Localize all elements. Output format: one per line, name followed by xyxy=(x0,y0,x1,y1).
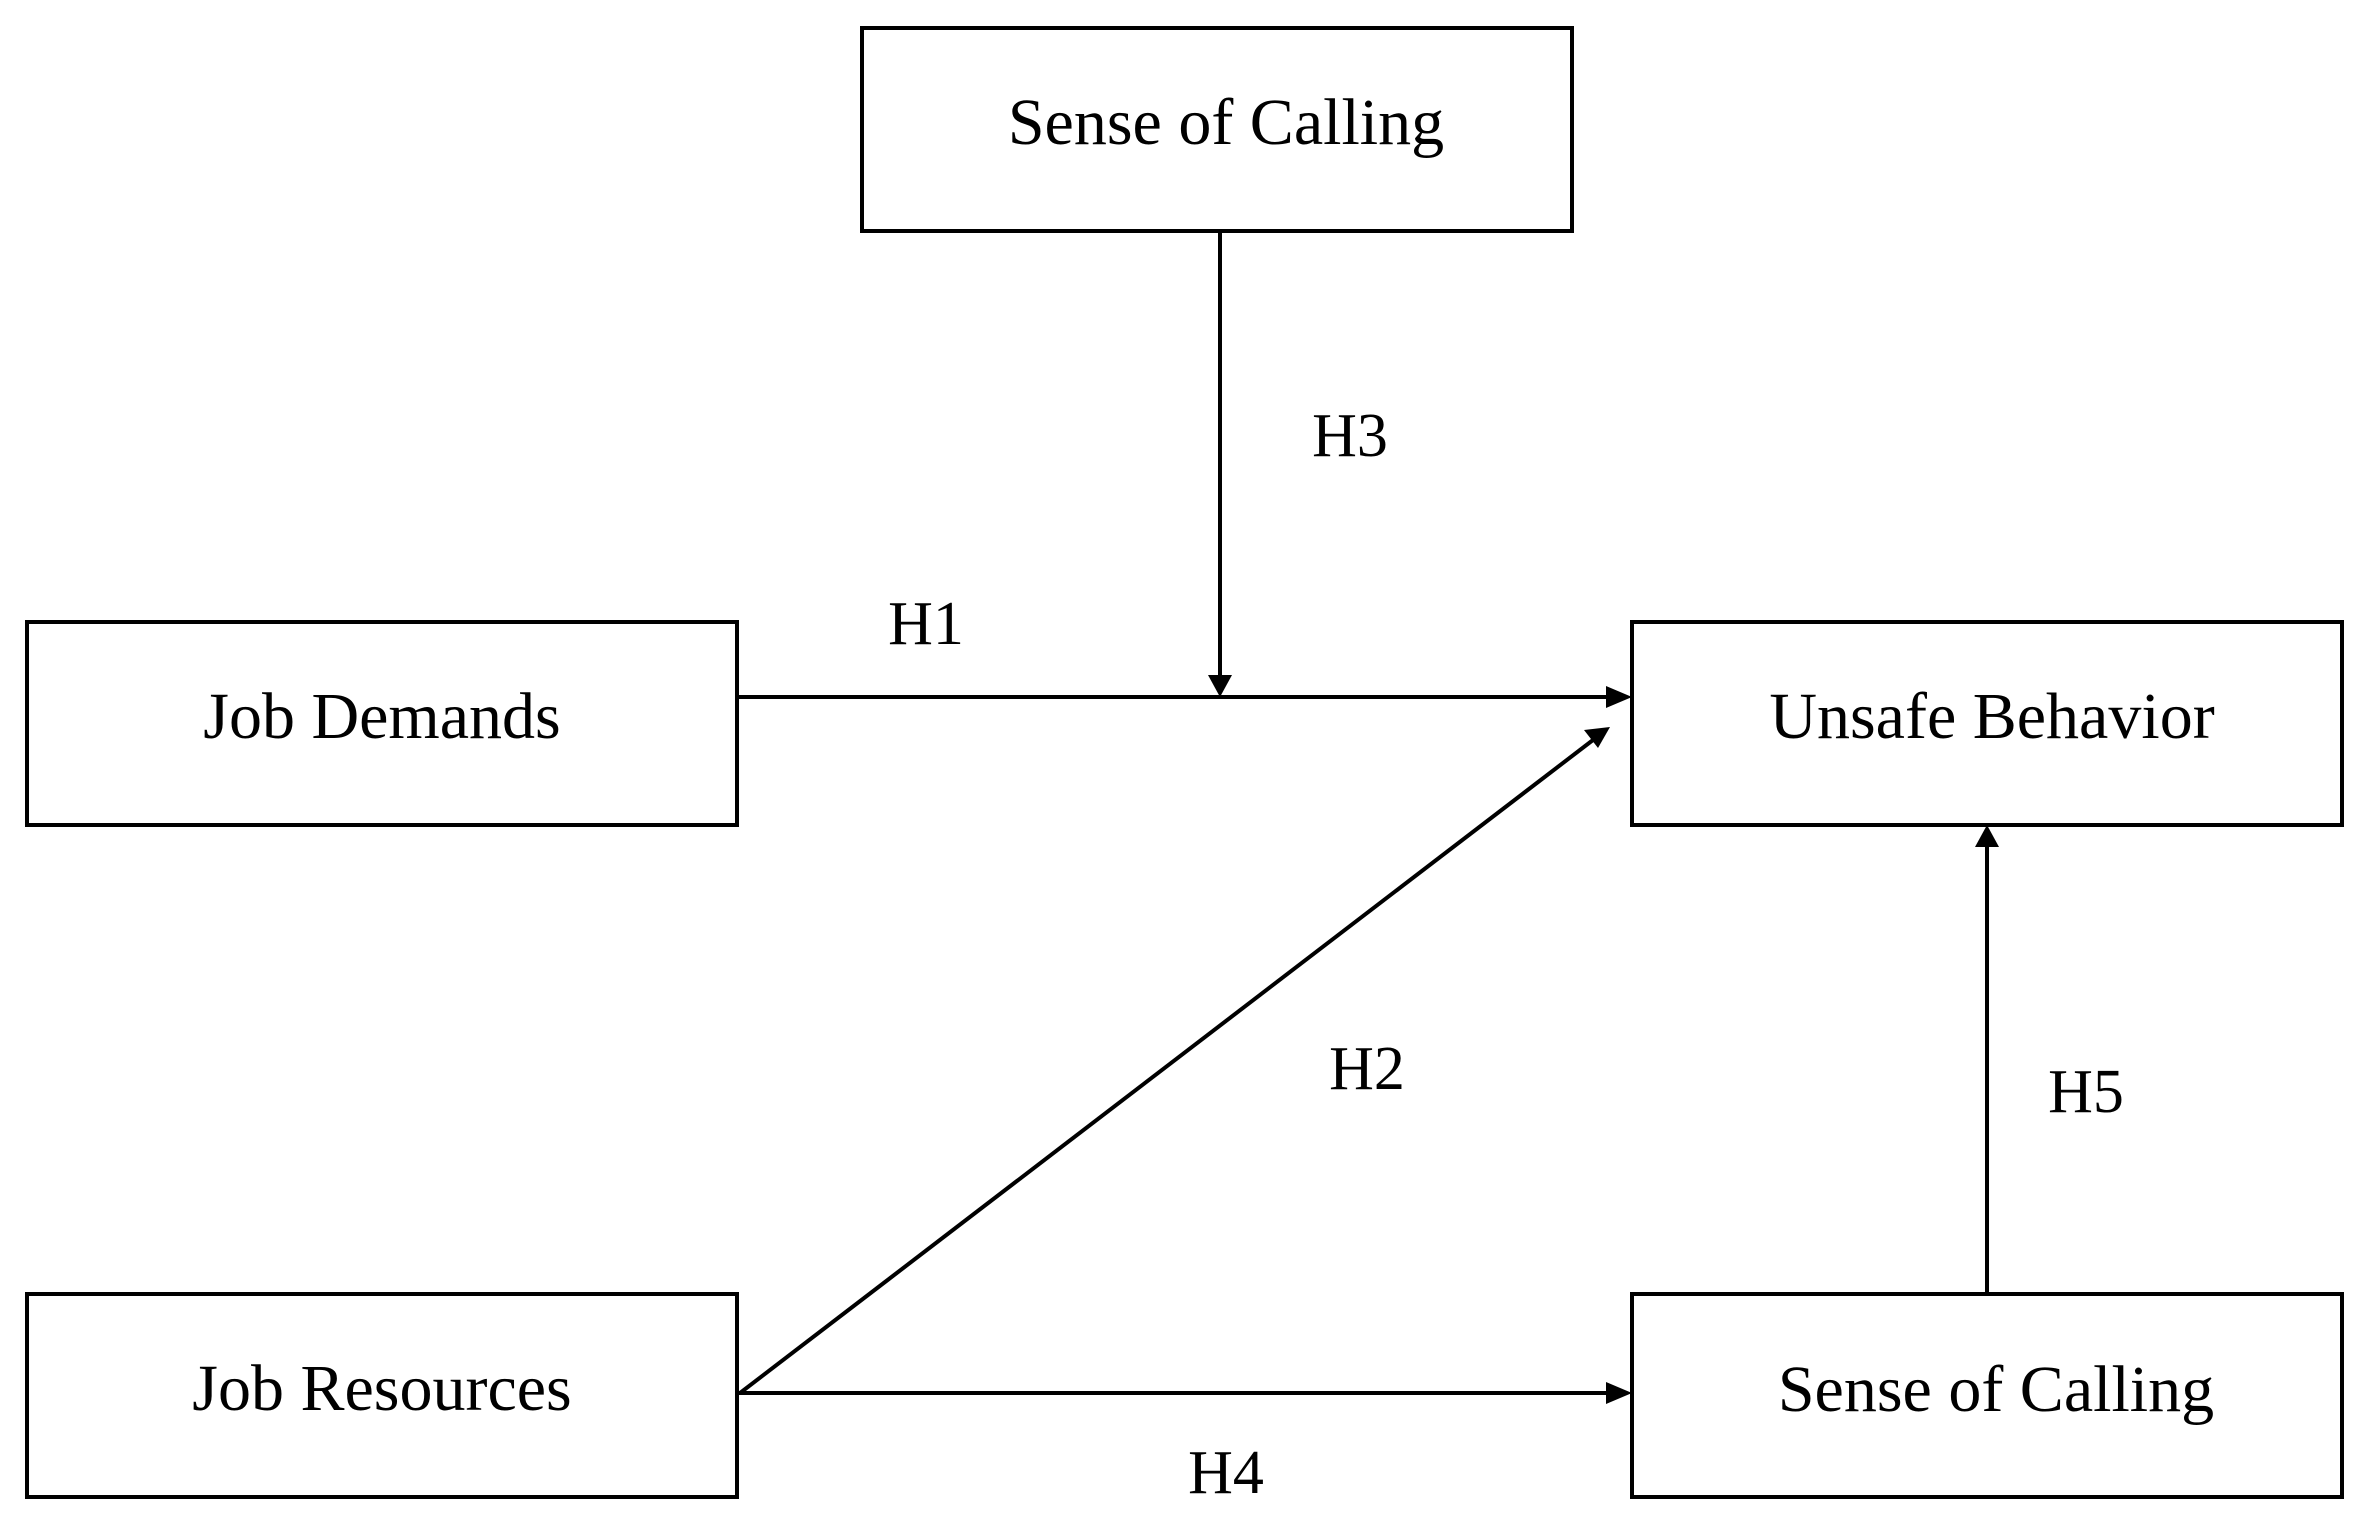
node-label: Job Resources xyxy=(192,1352,571,1425)
node-job-resources: Job Resources xyxy=(25,1292,739,1499)
arrowhead-icon xyxy=(1606,686,1632,708)
node-job-demands: Job Demands xyxy=(25,620,739,827)
edge-h4-arrow xyxy=(737,1382,1632,1404)
arrowhead-icon xyxy=(1606,1382,1632,1404)
node-label: Sense of Calling xyxy=(1778,1353,2214,1426)
arrowhead-icon xyxy=(1208,675,1232,697)
arrowhead-icon xyxy=(1584,727,1610,748)
node-label: Unsafe Behavior xyxy=(1769,680,2214,753)
node-unsafe-behavior: Unsafe Behavior xyxy=(1630,620,2344,827)
edge-h1-arrow xyxy=(737,686,1632,708)
edge-label-h4: H4 xyxy=(1188,1439,1264,1507)
edge-h2-arrow xyxy=(738,727,1610,1395)
node-mediator-sense-of-calling: Sense of Calling xyxy=(1630,1292,2344,1499)
edge-label-h5: H5 xyxy=(2048,1058,2124,1126)
edge-h3-arrow xyxy=(1208,231,1232,697)
node-label: Sense of Calling xyxy=(1008,86,1444,159)
arrowhead-icon xyxy=(1975,825,1999,847)
edge-h5-arrow xyxy=(1975,825,1999,1294)
edge-label-h1: H1 xyxy=(888,590,964,658)
node-label: Job Demands xyxy=(203,680,560,753)
edge-label-h3: H3 xyxy=(1312,402,1388,470)
node-moderator-sense-of-calling: Sense of Calling xyxy=(860,26,1574,233)
edge-label-h2: H2 xyxy=(1329,1035,1405,1103)
